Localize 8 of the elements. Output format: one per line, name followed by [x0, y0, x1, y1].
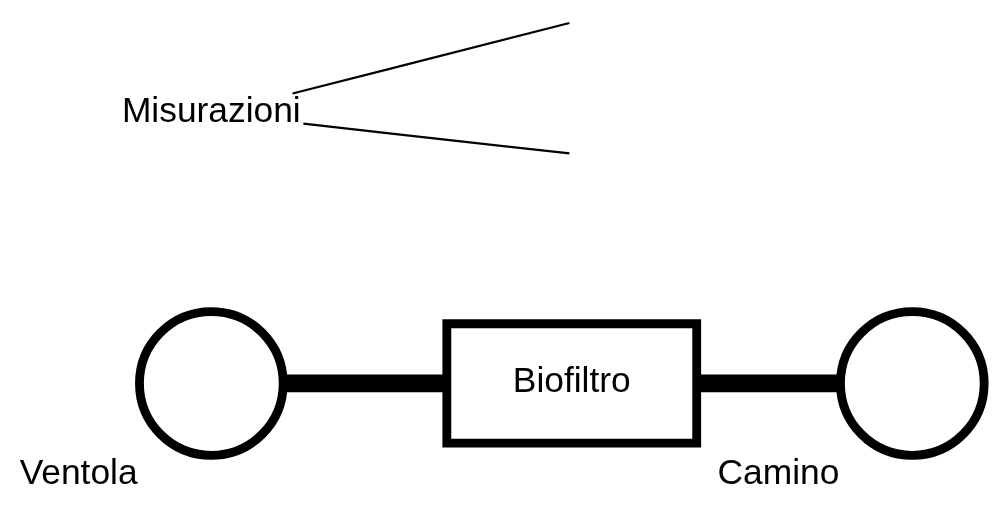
node-box: Biofiltro: [441, 318, 701, 448]
connector: [291, 21, 570, 95]
connector: [302, 122, 570, 155]
node-circle: [134, 306, 288, 460]
node-label: Camino: [717, 451, 839, 491]
node-label: Ventola: [19, 451, 138, 491]
node-circle: [835, 306, 989, 460]
node-text: Misurazioni: [121, 89, 301, 129]
